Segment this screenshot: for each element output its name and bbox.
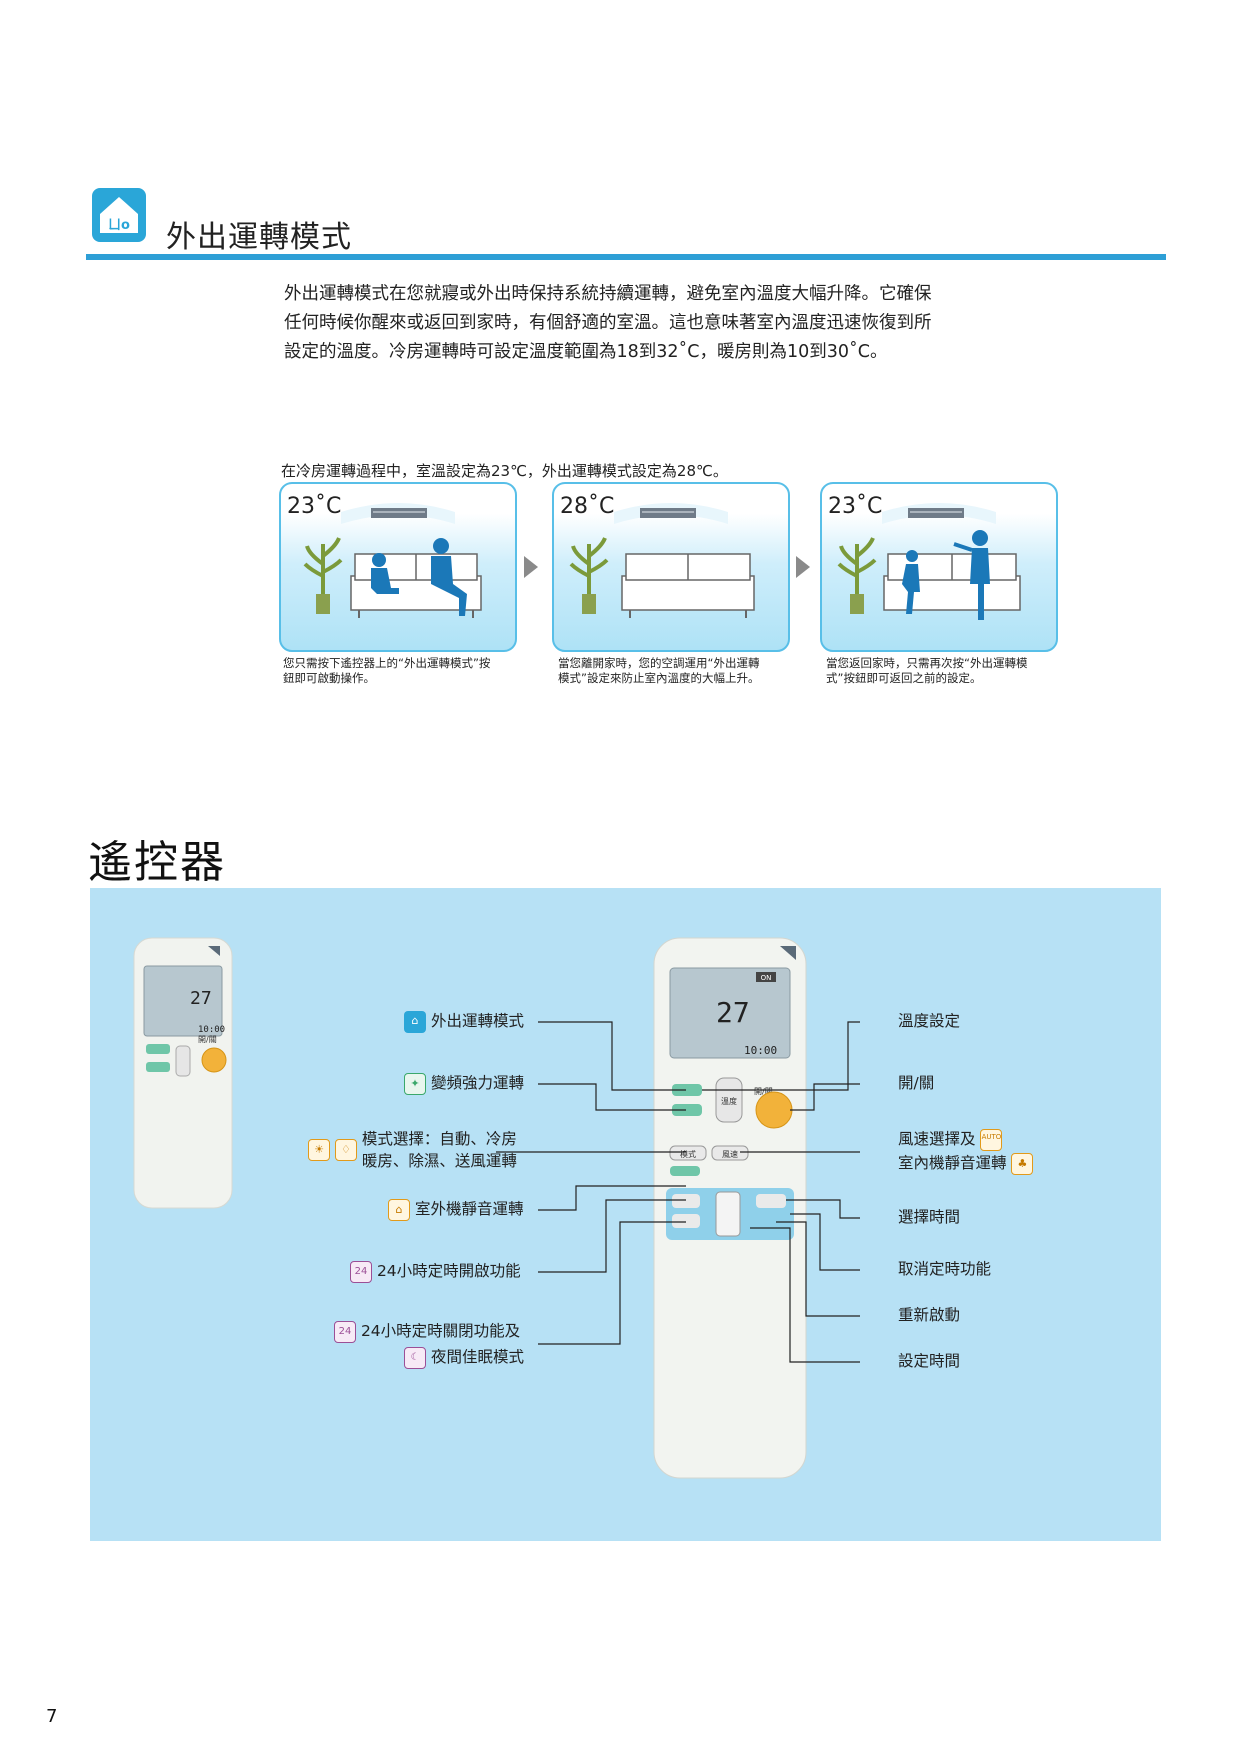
room-temperature: 23˚C bbox=[287, 494, 342, 519]
big-remote-icon: ON 27 10:00 溫度 開/關 模式 風速 bbox=[653, 937, 807, 1479]
person-icon bbox=[371, 538, 467, 616]
living-room-illustration bbox=[837, 503, 1021, 620]
svg-text:風速: 風速 bbox=[722, 1150, 738, 1159]
label-away-mode: ⌂ 外出運轉模式 bbox=[404, 1010, 524, 1033]
leader-lines bbox=[496, 1021, 860, 1363]
living-room-illustration bbox=[569, 503, 755, 618]
living-room-illustration bbox=[303, 503, 482, 618]
svg-text:開/關: 開/關 bbox=[754, 1087, 773, 1096]
label-cancel-timer: 取消定時功能 bbox=[898, 1260, 992, 1278]
home-away-icon: ⌂ bbox=[404, 1010, 426, 1033]
remote-illustrations: 27 10:00 開/關 ON 27 10:00 溫度 開/關 模式 風速 bbox=[133, 937, 860, 1479]
label-on-off: 開/關 bbox=[898, 1074, 935, 1092]
panel-caption-1: 您只需按下遙控器上的“外出運轉模式”按 鈕即可啟動操作。 bbox=[283, 656, 491, 685]
sun-snowflake-icon: ☀ bbox=[308, 1139, 330, 1161]
intro-line: 任何時候你醒來或返回到家時，有個舒適的室溫。這也意味著室內溫度迅速恢復到所 bbox=[284, 313, 932, 333]
svg-text:ㄩo: ㄩo bbox=[108, 218, 130, 233]
svg-text:27: 27 bbox=[190, 988, 212, 1009]
svg-text:ON: ON bbox=[761, 974, 772, 982]
section-title-remote: 遙控器 bbox=[88, 837, 226, 888]
label-timer-off: 24 24小時定時關閉功能及 bbox=[334, 1320, 520, 1343]
label-indoor-quiet: 室內機靜音運轉 ♣ bbox=[898, 1152, 1034, 1175]
page-number: 7 bbox=[46, 1706, 58, 1727]
water-drop-icon: ♢ bbox=[334, 1139, 357, 1161]
svg-text:溫度: 溫度 bbox=[721, 1096, 737, 1106]
label-select-time: 選擇時間 bbox=[898, 1208, 961, 1226]
intro-paragraph: 外出運轉模式在您就寢或外出時保持系統持續運轉，避免室內溫度大幅升降。它確保 任何… bbox=[284, 280, 1004, 367]
scene-panel-2: 28˚C bbox=[552, 482, 790, 652]
arrow-right-icon bbox=[524, 556, 538, 578]
arrow-right-icon bbox=[796, 556, 810, 578]
scene-panel-3: 23˚C bbox=[820, 482, 1058, 652]
scene-panel-1: 23˚C bbox=[279, 482, 517, 652]
outdoor-quiet-icon: ⌂ bbox=[388, 1198, 410, 1221]
svg-text:模式: 模式 bbox=[680, 1149, 696, 1159]
powerful-icon: ✦ bbox=[404, 1072, 426, 1095]
intro-line: 外出運轉模式在您就寢或外出時保持系統持續運轉，避免室內溫度大幅升降。它確保 bbox=[284, 284, 932, 304]
room-temperature: 28˚C bbox=[560, 494, 615, 519]
indoor-quiet-icon: ♣ bbox=[1011, 1152, 1034, 1175]
remote-diagram: 27 10:00 開/關 ON 27 10:00 溫度 開/關 模式 風速 bbox=[90, 888, 1161, 1541]
label-mode-select: ☀ ♢ 模式選擇：自動、冷房 暖房、除濕、送風運轉 bbox=[308, 1128, 517, 1172]
section-divider bbox=[86, 254, 1166, 260]
label-outdoor-quiet: ⌂ 室外機靜音運轉 bbox=[388, 1198, 523, 1221]
label-sleep-mode: ☾ 夜間佳眠模式 bbox=[404, 1346, 524, 1369]
small-remote-icon: 27 10:00 開/關 bbox=[133, 937, 233, 1209]
label-set-time: 設定時間 bbox=[898, 1352, 961, 1370]
label-temp-setting: 溫度設定 bbox=[898, 1012, 961, 1030]
person-icon bbox=[902, 530, 990, 620]
plant-icon bbox=[569, 537, 609, 614]
panel-caption-2: 當您離開家時，您的空調運用“外出運轉 模式”設定來防止室內溫度的大幅上升。 bbox=[558, 656, 760, 685]
label-powerful: ✦ 變頻強力運轉 bbox=[404, 1072, 524, 1095]
sleep-mode-icon: ☾ bbox=[404, 1346, 426, 1369]
panel-caption-3: 當您返回家時，只需再次按“外出運轉模 式”按鈕即可返回之前的設定。 bbox=[826, 656, 1028, 685]
home-away-icon: ㄩo bbox=[92, 188, 146, 242]
room-temperature: 23˚C bbox=[828, 494, 883, 519]
intro-line: 設定的溫度。冷房運轉時可設定溫度範圍為18到32˚C，暖房則為10到30˚C。 bbox=[284, 342, 888, 362]
svg-text:27: 27 bbox=[716, 996, 750, 1029]
timer-24-icon: 24 bbox=[334, 1320, 356, 1343]
scene-caption: 在冷房運轉過程中，室溫設定為23℃，外出運轉模式設定為28℃。 bbox=[281, 462, 728, 480]
label-timer-on: 24 24小時定時開啟功能 bbox=[350, 1260, 521, 1283]
plant-icon bbox=[303, 537, 343, 614]
section-title-away-mode: 外出運轉模式 bbox=[166, 220, 352, 255]
svg-text:開/關: 開/關 bbox=[198, 1035, 217, 1044]
label-restart: 重新啟動 bbox=[898, 1306, 961, 1324]
svg-text:10:00: 10:00 bbox=[198, 1025, 225, 1035]
fan-auto-icon: AUTO bbox=[980, 1128, 1003, 1151]
timer-24-icon: 24 bbox=[350, 1260, 372, 1283]
label-fan-select: 風速選擇及 AUTO bbox=[898, 1128, 1003, 1151]
plant-icon bbox=[837, 537, 877, 614]
svg-text:10:00: 10:00 bbox=[744, 1044, 777, 1057]
